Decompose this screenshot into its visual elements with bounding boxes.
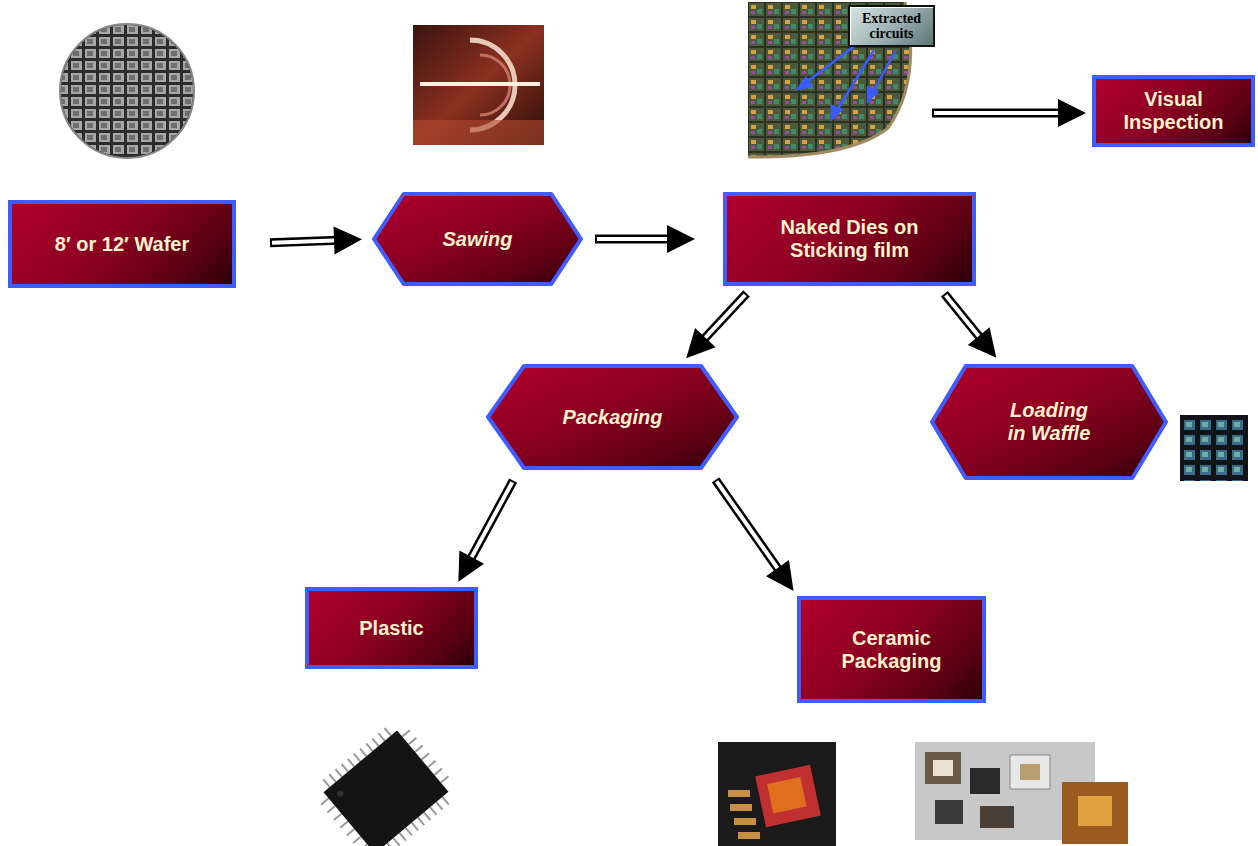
text-wrap: Ceramic Packaging bbox=[801, 600, 982, 699]
lead bbox=[730, 804, 752, 811]
hexagon-shape bbox=[932, 366, 1166, 478]
arrow-head bbox=[968, 327, 997, 358]
text-stack: Ceramic Packaging bbox=[827, 627, 957, 673]
text-stack: Packaging bbox=[562, 406, 662, 429]
package-cavity bbox=[933, 760, 953, 776]
leader-head bbox=[832, 106, 841, 119]
arrow-gap bbox=[717, 481, 781, 573]
process-hexagon: Loading in Waffle bbox=[930, 364, 1168, 480]
double-arrow bbox=[716, 480, 794, 591]
package bbox=[970, 768, 1000, 794]
package bbox=[925, 752, 961, 784]
hexagon-shape bbox=[488, 366, 737, 468]
node-label: Ceramic Packaging bbox=[827, 627, 957, 673]
text-stack: Extracted circuits bbox=[856, 11, 928, 42]
leader-line bbox=[804, 42, 860, 84]
wafer-die-grid bbox=[60, 24, 194, 158]
sawing-photo bbox=[413, 25, 544, 145]
saw-table bbox=[413, 120, 544, 145]
double-arrow bbox=[944, 294, 996, 358]
process-box: Ceramic Packaging bbox=[797, 596, 986, 703]
node-label: Packaging bbox=[562, 406, 662, 429]
process-hexagon: Sawing bbox=[372, 192, 583, 286]
process-hexagon: Packaging bbox=[486, 364, 739, 470]
plastic-chip bbox=[309, 716, 462, 846]
arrow-head bbox=[334, 226, 362, 254]
ceramic-leads bbox=[728, 790, 760, 839]
node-label: Plastic bbox=[359, 617, 423, 640]
arrow-head bbox=[1058, 99, 1086, 127]
text-wrap: Extracted circuits bbox=[850, 7, 933, 45]
leader-line bbox=[872, 50, 896, 94]
arrow-head bbox=[766, 560, 794, 591]
callout-box: Extracted circuits bbox=[848, 5, 935, 47]
waffle-pockets bbox=[1180, 415, 1248, 481]
hexagon-shape bbox=[374, 194, 581, 284]
arrow-gap bbox=[701, 295, 745, 342]
wire-bond-photo bbox=[1062, 782, 1128, 844]
wire-bond-die bbox=[1078, 796, 1112, 826]
waffle-pack bbox=[1180, 415, 1248, 481]
chip-dot bbox=[336, 789, 344, 797]
wafer-photo-bg bbox=[57, 25, 198, 157]
package-cavity bbox=[1020, 764, 1040, 780]
lead bbox=[728, 790, 750, 797]
arrow-gap bbox=[934, 111, 1062, 115]
leader-head bbox=[868, 88, 877, 101]
double-arrow bbox=[458, 481, 513, 582]
node-label: Sawing bbox=[442, 228, 512, 251]
callout-leaders bbox=[798, 42, 896, 119]
saw-spindle bbox=[420, 82, 540, 86]
node-label: Loading in Waffle bbox=[1005, 399, 1093, 445]
chip-body bbox=[324, 731, 449, 846]
package bbox=[935, 800, 963, 824]
process-box: 8′ or 12′ Wafer bbox=[8, 200, 236, 288]
arrow-head bbox=[458, 550, 484, 581]
arrow-gap bbox=[272, 240, 340, 243]
process-box: Visual Inspection bbox=[1092, 75, 1255, 147]
node-label: Visual Inspection bbox=[1109, 88, 1239, 134]
process-box: Naked Dies on Sticking film bbox=[723, 192, 976, 286]
ceramic-die bbox=[755, 765, 821, 828]
ceramic-die-core bbox=[767, 777, 806, 813]
lead bbox=[738, 832, 760, 839]
text-wrap: 8′ or 12′ Wafer bbox=[12, 204, 232, 284]
lead bbox=[734, 818, 756, 825]
package bbox=[980, 806, 1014, 828]
double-arrow bbox=[686, 293, 746, 358]
node-label: Naked Dies on Sticking film bbox=[761, 216, 939, 262]
double-arrow bbox=[932, 99, 1086, 127]
wafer-disc bbox=[60, 24, 194, 158]
text-stack: Sawing bbox=[442, 228, 512, 251]
arrow-gap bbox=[469, 482, 512, 562]
process-box: Plastic bbox=[305, 587, 478, 669]
text-stack: 8′ or 12′ Wafer bbox=[55, 233, 189, 256]
text-stack: Plastic bbox=[359, 617, 423, 640]
text-wrap: Visual Inspection bbox=[1096, 79, 1251, 143]
chip-pins bbox=[309, 716, 462, 846]
node-label: 8′ or 12′ Wafer bbox=[55, 233, 189, 256]
text-stack: Visual Inspection bbox=[1109, 88, 1239, 134]
text-stack: Naked Dies on Sticking film bbox=[761, 216, 939, 262]
node-label: Extracted circuits bbox=[856, 11, 928, 42]
text-wrap: Sawing bbox=[372, 192, 583, 286]
double-arrow bbox=[270, 226, 362, 254]
text-wrap: Packaging bbox=[486, 364, 739, 470]
arrow-gap bbox=[946, 295, 983, 340]
leader-line bbox=[836, 50, 874, 112]
double-arrow bbox=[595, 225, 695, 253]
ceramic-photo bbox=[718, 742, 836, 846]
package bbox=[1010, 755, 1050, 789]
text-wrap: Plastic bbox=[309, 591, 474, 665]
arrow-gap bbox=[597, 237, 673, 241]
arrow-head bbox=[667, 225, 695, 253]
text-stack: Loading in Waffle bbox=[1005, 399, 1093, 445]
text-wrap: Naked Dies on Sticking film bbox=[727, 196, 972, 282]
text-wrap: Loading in Waffle bbox=[930, 364, 1168, 480]
arrow-head bbox=[686, 328, 715, 358]
leader-head bbox=[798, 78, 811, 89]
wafer-rim bbox=[60, 24, 194, 158]
